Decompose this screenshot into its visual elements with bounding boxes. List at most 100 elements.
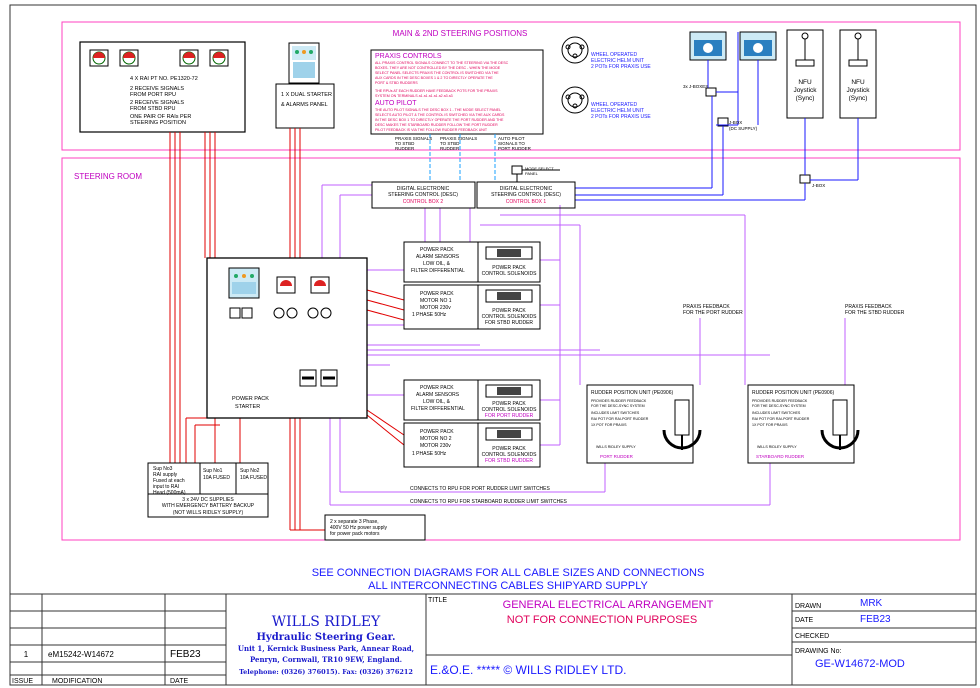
svg-text:PRAXIS FEEDBACK: PRAXIS FEEDBACK <box>845 304 892 310</box>
svg-text:NFU: NFU <box>851 79 865 86</box>
svg-text:PRAXIS FEEDBACK: PRAXIS FEEDBACK <box>683 304 730 310</box>
svg-text:WHEEL OPERATED: WHEEL OPERATED <box>591 102 638 108</box>
svg-text:(Sync): (Sync) <box>796 95 815 102</box>
svg-text:BOXES- THEY ARE NOT CONTROLLED: BOXES- THEY ARE NOT CONTROLLED BY THE DE… <box>375 66 501 70</box>
svg-text:2 POTs FOR PRAXIS USE: 2 POTs FOR PRAXIS USE <box>591 114 651 120</box>
svg-text:DESC MAKES THE STARBOARD RUDDE: DESC MAKES THE STARBOARD RUDDER FOLLOW T… <box>375 123 498 127</box>
svg-text:DIGITAL ELECTRONIC: DIGITAL ELECTRONIC <box>397 186 450 192</box>
date-label: DATE <box>795 617 813 624</box>
svg-text:CONTROL BOX 1: CONTROL BOX 1 <box>506 199 547 205</box>
svg-text:RUDDER: RUDDER <box>395 146 415 151</box>
power-pack-group-1: POWER PACK ALARM SENSORS LOW OIL, & FILT… <box>403 241 541 330</box>
svg-text:input to RAI: input to RAI <box>153 484 179 490</box>
drawn-label: DRAWN <box>795 603 821 610</box>
svg-text:CONTROL BOX 2: CONTROL BOX 2 <box>403 199 444 205</box>
svg-text:THE RPUs AT EACH RUDDER HAVE: THE RPUs AT EACH RUDDER HAVE FEEDBACK PO… <box>375 89 498 93</box>
company-phone: Telephone: (0326) 376015). Fax: (0326) 3… <box>239 668 413 676</box>
three-phase-supply-box: 2 x separate 3 Phase, 400V 50 Hz power s… <box>324 514 426 541</box>
svg-text:AUTO PILOT: AUTO PILOT <box>375 100 417 107</box>
svg-text:SIGNALS TO: SIGNALS TO <box>498 141 525 146</box>
svg-text:CONTROL SOLENOIDS: CONTROL SOLENOIDS <box>482 407 537 413</box>
svg-text:AUTO PILOT: AUTO PILOT <box>498 136 525 141</box>
svg-text:(NOT WILLS RIDLEY SUPPLY): (NOT WILLS RIDLEY SUPPLY) <box>173 510 244 516</box>
svg-text:MODE SELECT: MODE SELECT <box>525 166 554 171</box>
svg-text:FOR THE PORT RUDDER: FOR THE PORT RUDDER <box>683 310 743 316</box>
svg-text:NFU: NFU <box>798 79 812 86</box>
rudder-unit-icon <box>820 399 860 450</box>
svg-text:for power pack motors: for power pack motors <box>330 531 380 537</box>
svg-text:2 RECEIVE SIGNALS: 2 RECEIVE SIGNALS <box>130 86 184 92</box>
svg-text:ONE PAIR OF RAIs PER: ONE PAIR OF RAIs PER <box>130 114 191 120</box>
power-pack-group-2: POWER PACK ALARM SENSORS LOW OIL, & FILT… <box>403 379 541 468</box>
modification-header: MODIFICATION <box>52 678 102 685</box>
svg-text:IN THE DESC BOX 1 TO DIRECTLY: IN THE DESC BOX 1 TO DIRECTLY OPERATE TH… <box>375 118 504 122</box>
svg-text:PANEL: PANEL <box>525 171 539 176</box>
svg-text:3 x 24V DC SUPPLIES: 3 x 24V DC SUPPLIES <box>182 497 234 503</box>
svg-text:INCLUDES LIMIT SWITCHES: INCLUDES LIMIT SWITCHES <box>752 411 801 415</box>
svg-text:FILTER DIFFERENTIAL: FILTER DIFFERENTIAL <box>411 268 465 274</box>
rpu-port: RUDDER POSITION UNIT (PE0906) PROVIDES R… <box>586 384 702 464</box>
svg-text:STEERING POSITION: STEERING POSITION <box>130 120 186 126</box>
company-subtitle: Hydraulic Steering Gear. <box>256 632 395 643</box>
svg-text:POWER PACK: POWER PACK <box>420 291 454 297</box>
svg-text:CONTROL SOLENOIDS: CONTROL SOLENOIDS <box>482 452 537 458</box>
svg-text:FOR STBD RUDDER: FOR STBD RUDDER <box>485 320 533 326</box>
svg-text:PRAXIS SIGNALS: PRAXIS SIGNALS <box>395 136 432 141</box>
svg-text:DIGITAL ELECTRONIC: DIGITAL ELECTRONIC <box>500 186 553 192</box>
svg-text:RUDDER POSITION UNIT (PE0906): RUDDER POSITION UNIT (PE0906) <box>591 390 673 396</box>
svg-text:MOTOR 230v: MOTOR 230v <box>420 305 451 311</box>
svg-text:1X POT FOR PRAXIS: 1X POT FOR PRAXIS <box>752 423 788 427</box>
svg-text:FILTER DIFFERENTIAL: FILTER DIFFERENTIAL <box>411 406 465 412</box>
svg-text:10A FUSED: 10A FUSED <box>203 475 230 481</box>
dual-starter-panel <box>275 83 335 129</box>
issue-header: ISSUE <box>12 678 33 685</box>
svg-text:PORT RUDDER: PORT RUDDER <box>498 146 532 151</box>
svg-text:ALARM SENSORS: ALARM SENSORS <box>416 392 460 398</box>
svg-text:SELECT PANEL SELECTS PRAXIS T: SELECT PANEL SELECTS PRAXIS THE CONTROL … <box>375 71 499 75</box>
drawing-number-label: DRAWING No: <box>795 648 841 655</box>
svg-text:2 x separate 3 Phase,: 2 x separate 3 Phase, <box>330 519 379 525</box>
helm-wheel-icon <box>561 36 589 114</box>
svg-text:WILLS RIDLEY SUPPLY: WILLS RIDLEY SUPPLY <box>596 445 636 449</box>
svg-text:2 POTs FOR PRAXIS USE: 2 POTs FOR PRAXIS USE <box>591 64 651 70</box>
svg-text:SYSTEM ON TERMINALS a1 a1 a1: SYSTEM ON TERMINALS a1 a1 a1 a1 a2 a3 a3 <box>375 94 453 98</box>
svg-text:POWER PACK: POWER PACK <box>420 429 454 435</box>
svg-text:STARTER: STARTER <box>235 404 260 410</box>
svg-text:SELECTS AUTO PILOT & THE CONTR: SELECTS AUTO PILOT & THE CONTROL IS SWIT… <box>375 113 505 117</box>
svg-text:1 PHASE 50Hz: 1 PHASE 50Hz <box>412 312 447 318</box>
svg-text:TO STBD: TO STBD <box>440 141 460 146</box>
svg-text:PROVIDES RUDDER FEEDBACK: PROVIDES RUDDER FEEDBACK <box>591 399 647 403</box>
svg-text:CONNECTS TO RPU FOR PORT RUDDE: CONNECTS TO RPU FOR PORT RUDDER LIMIT SW… <box>410 486 550 492</box>
joystick-icon <box>786 29 877 119</box>
desc-control-box-2: DIGITAL ELECTRONIC STEERING CONTROL (DES… <box>371 181 476 209</box>
svg-text:Joystick: Joystick <box>793 87 817 94</box>
svg-text:400V 50 Hz power supply: 400V 50 Hz power supply <box>330 525 387 531</box>
svg-text:THE AUTO PILOT SIGNALS THE DES: THE AUTO PILOT SIGNALS THE DESC BOX 1 - … <box>375 108 501 112</box>
svg-text:RAI POT FOR RAI-PORT RUDDER: RAI POT FOR RAI-PORT RUDDER <box>591 417 649 421</box>
svg-text:2 RECEIVE SIGNALS: 2 RECEIVE SIGNALS <box>130 100 184 106</box>
svg-text:1 X DUAL STARTER: 1 X DUAL STARTER <box>281 92 332 98</box>
svg-text:INCLUDES LIMIT SWITCHES: INCLUDES LIMIT SWITCHES <box>591 411 640 415</box>
title-label: TITLE <box>428 597 447 604</box>
svg-text:(Sync): (Sync) <box>849 95 868 102</box>
svg-text:STEERING CONTROL (DESC): STEERING CONTROL (DESC) <box>491 192 561 198</box>
drawing-frame <box>9 4 977 686</box>
svg-text:J-BOX: J-BOX <box>812 183 825 188</box>
svg-text:4 X RAI PT NO. PE1320-72: 4 X RAI PT NO. PE1320-72 <box>130 76 198 82</box>
svg-text:RUDDER POSITION UNIT (PE0906): RUDDER POSITION UNIT (PE0906) <box>752 390 834 396</box>
svg-text:Head (500mA): Head (500mA) <box>153 490 186 496</box>
rai-panel: 4 X RAI PT NO. PE1320-72 2 RECEIVE SIGNA… <box>79 41 246 133</box>
svg-text:POWER PACK: POWER PACK <box>492 401 526 407</box>
svg-text:WILLS RIDLEY SUPPLY: WILLS RIDLEY SUPPLY <box>757 445 797 449</box>
svg-text:POWER PACK: POWER PACK <box>420 385 454 391</box>
svg-text:ELECTRIC HELM UNIT: ELECTRIC HELM UNIT <box>591 58 644 64</box>
company-address-2: Penryn, Cornwall, TR10 9EW, England. <box>250 655 402 664</box>
svg-text:Fused at each: Fused at each <box>153 478 185 484</box>
svg-text:STEERING CONTROL (DESC): STEERING CONTROL (DESC) <box>388 192 458 198</box>
rudder-unit-icon <box>662 399 702 450</box>
svg-text:AUX CARDS IN THE DESC BOXES 1: AUX CARDS IN THE DESC BOXES 1 & 2 TO DIR… <box>375 76 493 80</box>
svg-text:POWER PACK: POWER PACK <box>492 308 526 314</box>
steering-room-section <box>61 157 961 541</box>
svg-text:FOR STBD RUDDER: FOR STBD RUDDER <box>485 458 533 464</box>
